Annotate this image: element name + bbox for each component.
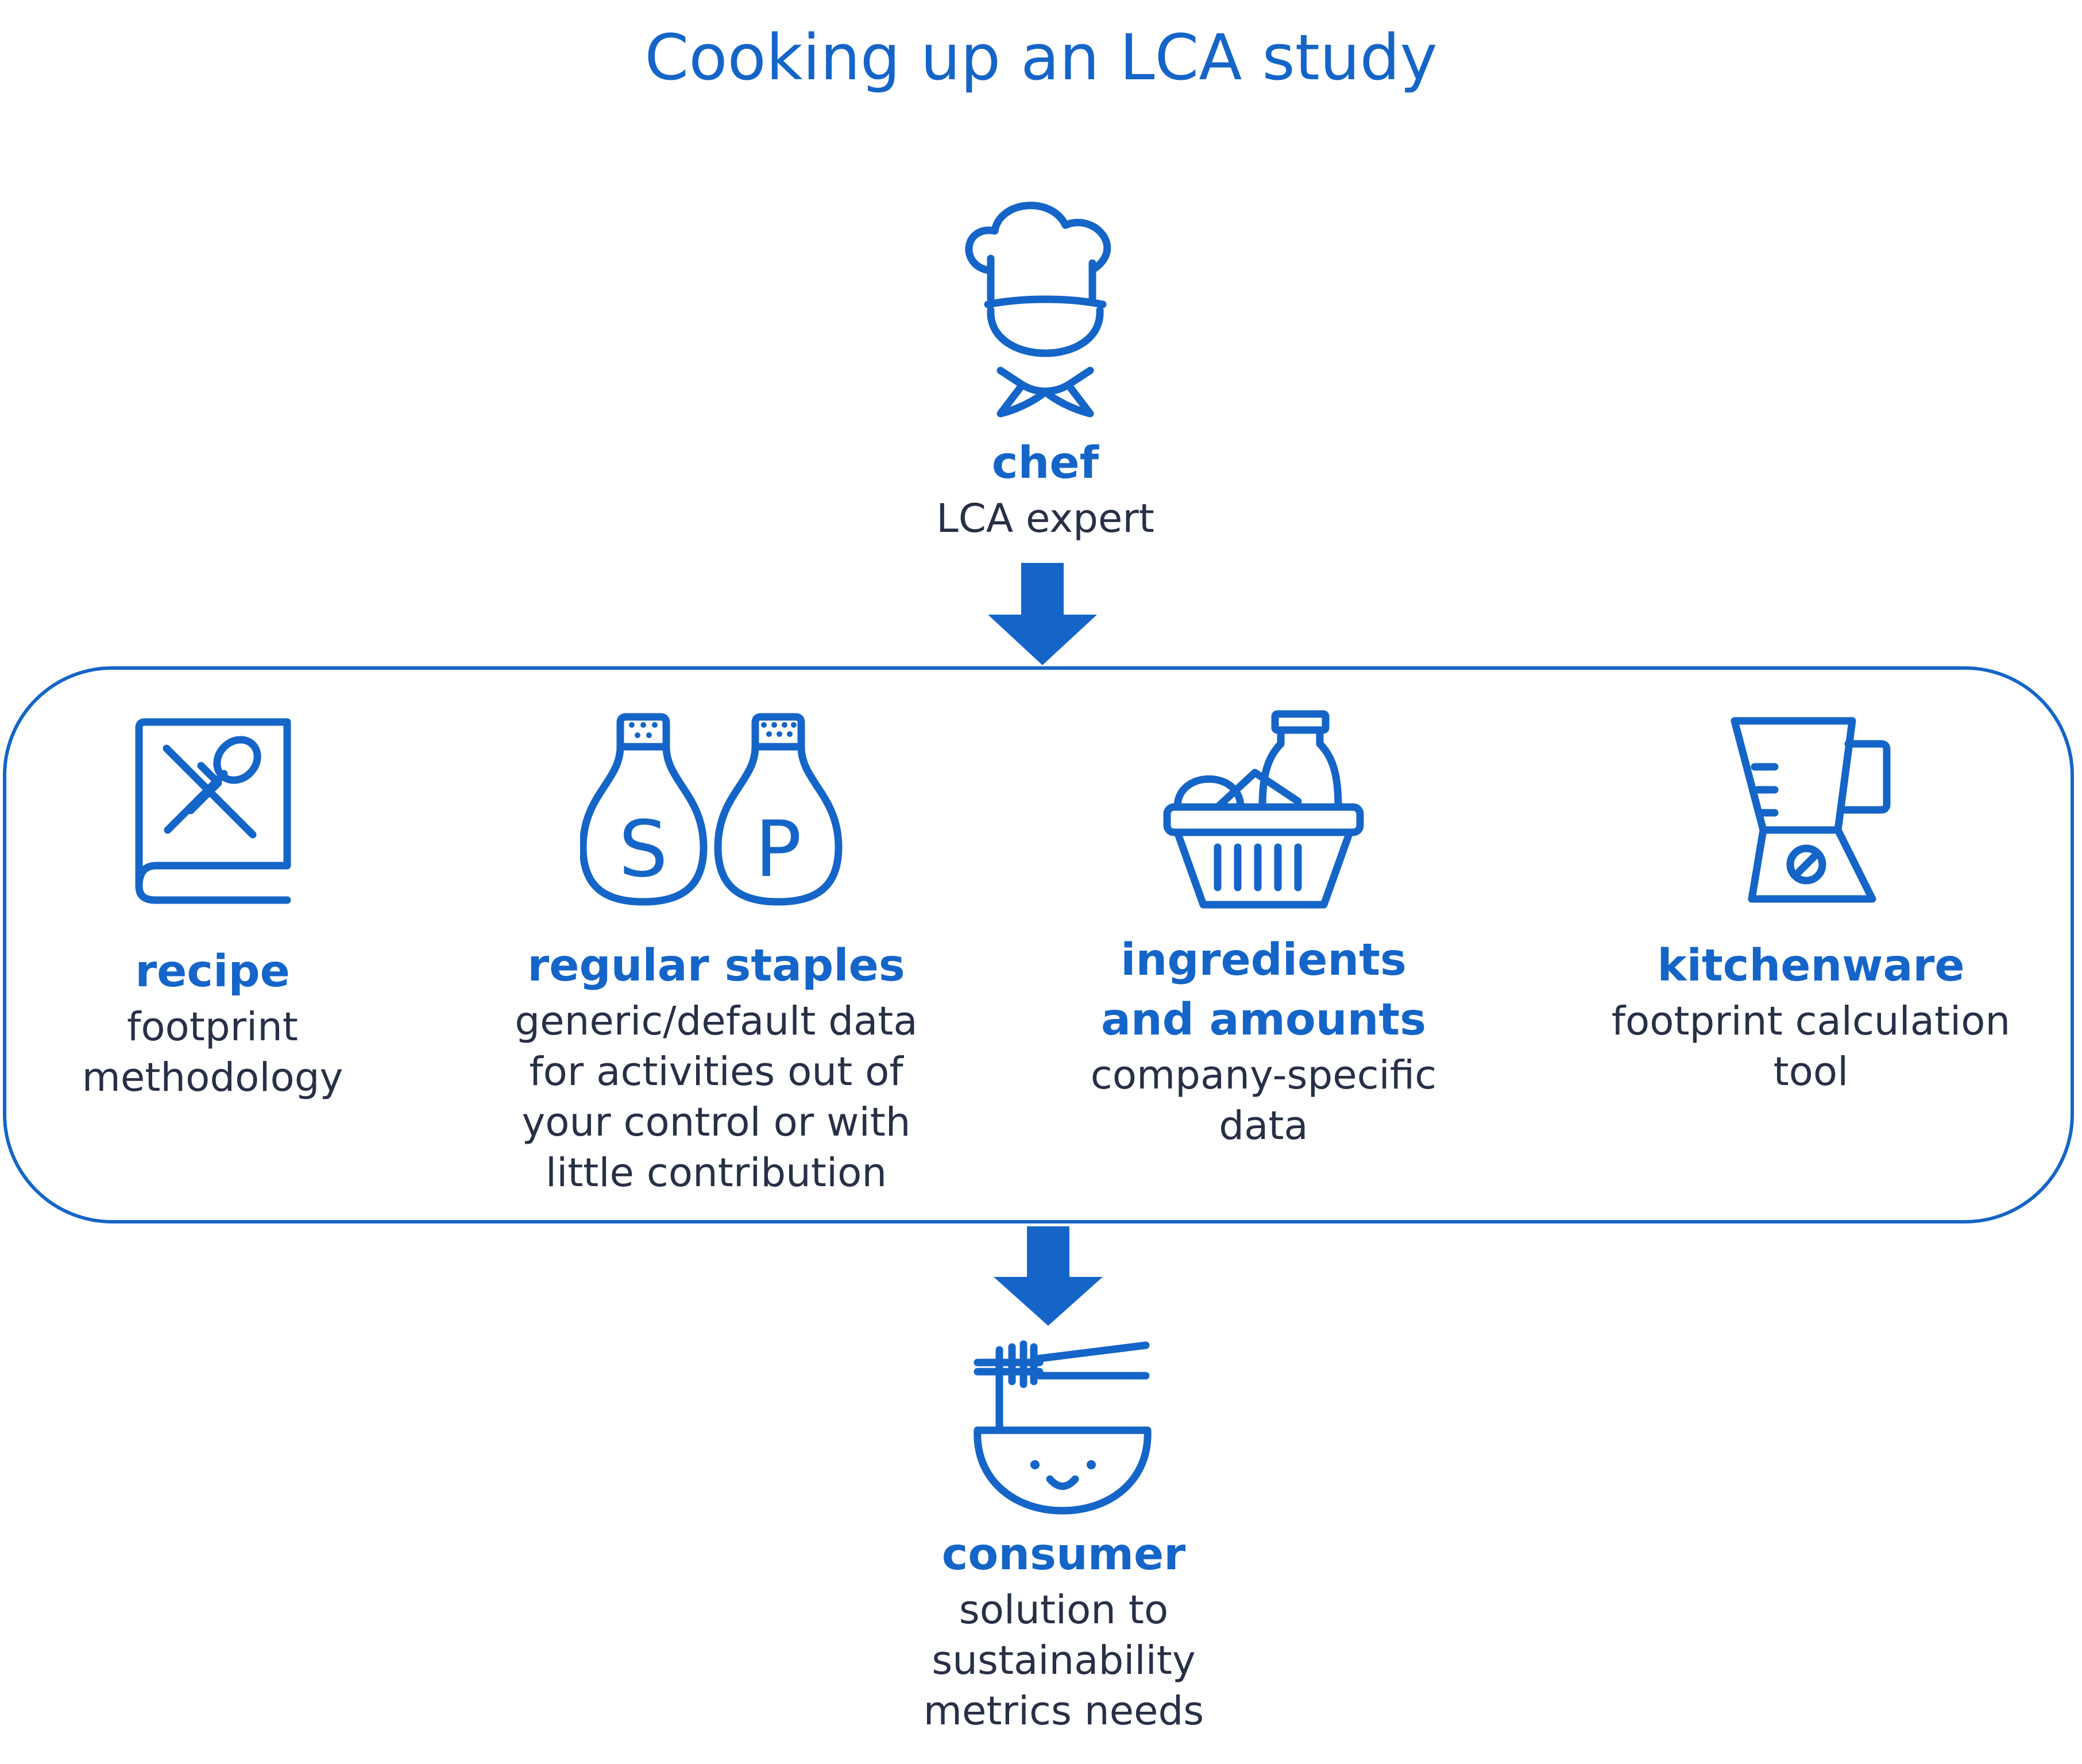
salt-pepper-shakers-icon: S P [580, 713, 843, 906]
chef-label: chef [991, 438, 1099, 489]
staples-desc-line: little contribution [545, 1150, 887, 1196]
kitchenware-node: kitchenware footprint calculation tool [1612, 936, 2011, 1097]
ingredients-label: ingredients [1121, 935, 1407, 986]
consumer-desc-line: metrics needs [923, 1688, 1204, 1734]
staples-node: regular staples generic/default data for… [515, 936, 917, 1198]
grocery-basket-icon [1163, 710, 1364, 909]
ingredients-label: and amounts [1100, 994, 1427, 1045]
kitchenware-desc-line: tool [1773, 1049, 1849, 1095]
consumer-desc-line: sustainability [932, 1638, 1196, 1684]
chef-desc: LCA expert [936, 496, 1154, 542]
staples-desc-line: generic/default data [515, 998, 918, 1044]
svg-text:P: P [755, 804, 801, 894]
arrow-down-icon [988, 563, 1097, 665]
recipe-desc-line: footprint [127, 1004, 298, 1050]
chef-icon [965, 202, 1111, 418]
staples-desc-line: for activities out of [529, 1049, 903, 1095]
page-title: Cooking up an LCA study [644, 21, 1438, 94]
ingredients-desc-line: company-specific [1090, 1052, 1437, 1098]
staples-desc-line: your control or with [522, 1099, 911, 1145]
ingredients-node: ingredients and amounts company-specific… [1091, 931, 1436, 1151]
recipe-node: recipe footprint methodology [82, 942, 343, 1103]
consumer-label: consumer [941, 1529, 1186, 1580]
ingredients-desc-line: data [1219, 1103, 1308, 1149]
svg-text:S: S [619, 804, 668, 894]
noodle-bowl-icon [974, 1340, 1152, 1515]
kitchenware-desc-line: footprint calculation [1611, 998, 2011, 1044]
chef-node: chef LCA expert [936, 434, 1154, 544]
recipe-book-icon [135, 718, 291, 904]
staples-label: regular staples [527, 940, 905, 991]
consumer-node: consumer solution to sustainability metr… [924, 1525, 1204, 1736]
arrow-down-icon [994, 1226, 1103, 1326]
blender-icon [1731, 717, 1891, 903]
consumer-desc-line: solution to [959, 1587, 1169, 1633]
kitchenware-label: kitchenware [1657, 940, 1965, 991]
recipe-desc-line: methodology [82, 1055, 343, 1101]
recipe-label: recipe [135, 946, 290, 997]
components-box [3, 666, 2074, 1223]
